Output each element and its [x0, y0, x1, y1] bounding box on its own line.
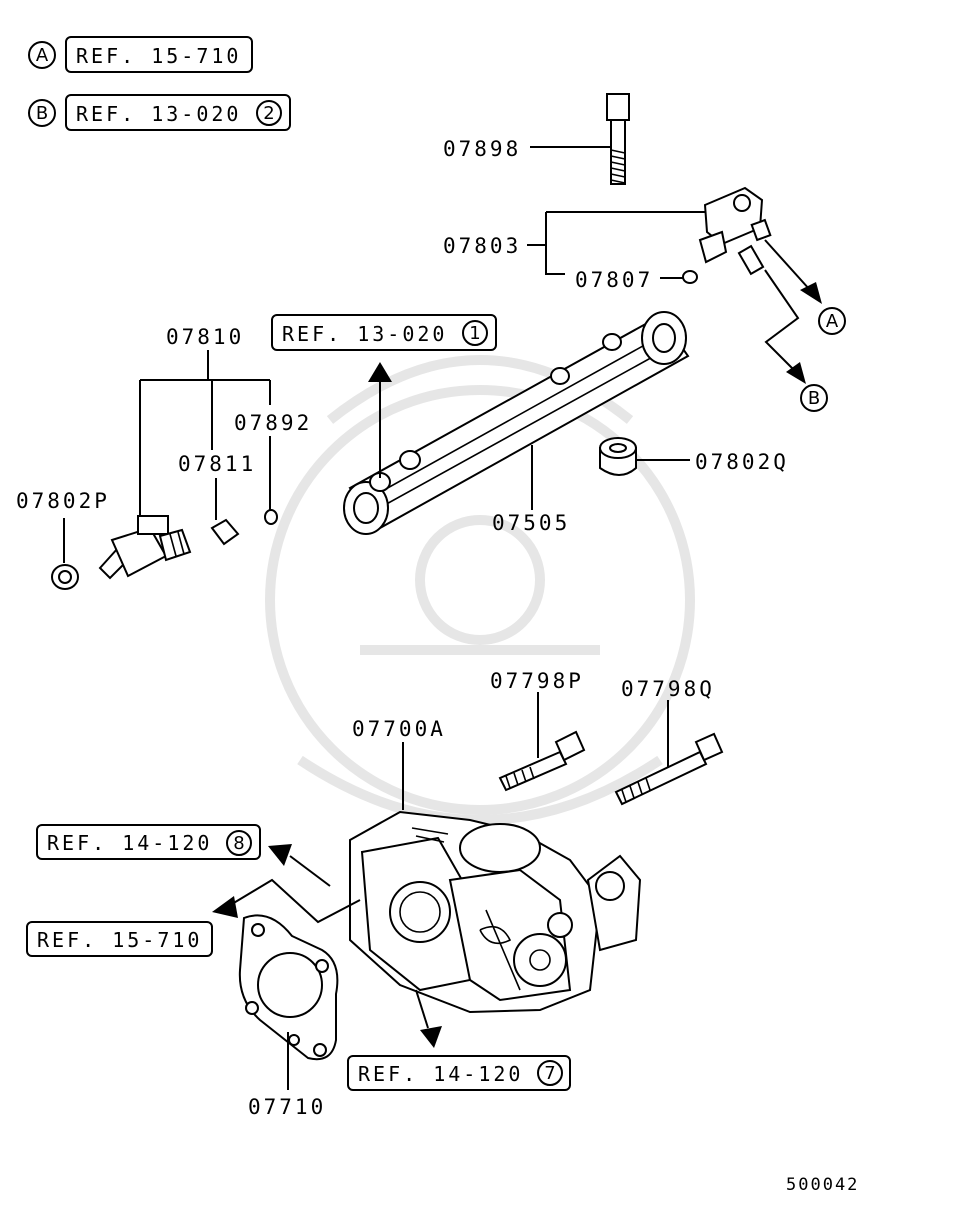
arrow-head-a	[800, 282, 822, 304]
legend-a-letter: A	[36, 45, 49, 66]
label-07807: 07807	[575, 268, 653, 292]
ref-arrow-head-4	[420, 1026, 442, 1048]
legend-b: B REF. 13-020 2	[28, 94, 291, 131]
legend-b-letter: B	[36, 103, 48, 124]
ref-14-120-8: REF. 14-120 8	[36, 824, 261, 860]
ref-13-020-1: REF. 13-020 1	[271, 314, 497, 351]
ref-arrow-head-3	[212, 896, 238, 918]
arrow-head-b	[786, 362, 806, 384]
label-07811: 07811	[178, 452, 256, 476]
oring-07807	[682, 270, 698, 284]
diagram-id: 500042	[786, 1175, 859, 1195]
ref-arrow-head-2	[268, 844, 292, 866]
injector-07810	[98, 515, 192, 580]
label-07802P: 07802P	[16, 489, 110, 513]
bolt-07798P	[498, 730, 586, 792]
legend-a-ref: REF. 15-710	[76, 44, 241, 68]
leader-07810	[139, 350, 271, 520]
legend-b-ref: REF. 13-020	[76, 102, 241, 126]
label-07710: 07710	[248, 1095, 326, 1119]
arrow-tag-a: A	[826, 311, 839, 332]
fuel-rail-07505	[343, 311, 690, 535]
ref-arrow-line-2	[289, 855, 331, 887]
arrow-line-a	[764, 239, 811, 291]
ref-15-710-text: REF. 15-710	[37, 928, 202, 952]
throttle-body-07700A	[349, 810, 642, 1014]
arrow-tag-b: B	[808, 388, 820, 409]
ref-14-120-7-sub: 7	[544, 1063, 555, 1084]
bolt-07798Q	[614, 732, 724, 806]
ref-15-710: REF. 15-710	[26, 921, 213, 957]
label-07700A: 07700A	[352, 717, 446, 741]
label-07798P: 07798P	[490, 669, 584, 693]
legend-b-sub: 2	[263, 103, 274, 124]
ref-14-120-7-text: REF. 14-120	[358, 1062, 523, 1086]
ref-13-020-1-text: REF. 13-020	[282, 322, 447, 346]
ref-14-120-7: REF. 14-120 7	[347, 1055, 571, 1091]
ref-arrow-head-1	[368, 362, 392, 382]
fuel-pressure-regulator	[698, 186, 772, 276]
ref-arrow-line-3	[231, 878, 361, 924]
grommet-07802Q	[599, 437, 637, 476]
label-07898: 07898	[443, 137, 521, 161]
label-07810: 07810	[166, 325, 244, 349]
label-07803: 07803	[443, 234, 521, 258]
ref-14-120-8-text: REF. 14-120	[47, 831, 212, 855]
label-07802Q: 07802Q	[695, 450, 789, 474]
watermark-emblem	[265, 355, 695, 825]
ref-arrow-line-4	[415, 989, 429, 1029]
label-07505: 07505	[492, 511, 570, 535]
label-07798Q: 07798Q	[621, 677, 715, 701]
gasket-07710	[238, 914, 339, 1061]
leader-07803	[527, 211, 705, 275]
leader-07811-07892	[215, 436, 271, 520]
label-07892: 07892	[234, 411, 312, 435]
ref-14-120-8-sub: 8	[233, 833, 244, 854]
oring-07892	[264, 509, 278, 525]
clip-07811	[210, 518, 240, 546]
bolt-07898	[606, 93, 630, 185]
legend-a: A REF. 15-710	[28, 36, 253, 73]
arrow-line-b	[764, 269, 800, 373]
ref-13-020-1-sub: 1	[469, 323, 480, 344]
